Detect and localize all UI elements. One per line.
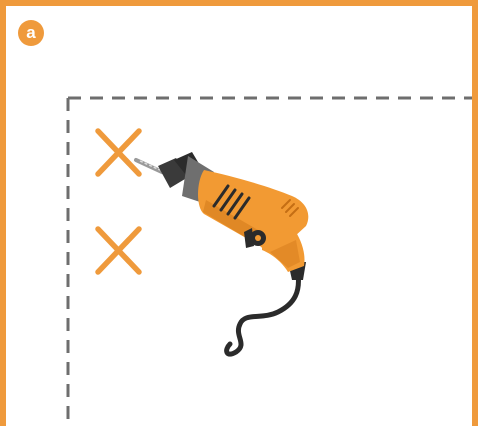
power-cord [227,268,299,354]
cross-mark-icon [98,131,139,174]
cross-mark-icon [98,229,139,272]
power-drill-icon [136,152,308,354]
speed-dial-center [255,235,261,241]
